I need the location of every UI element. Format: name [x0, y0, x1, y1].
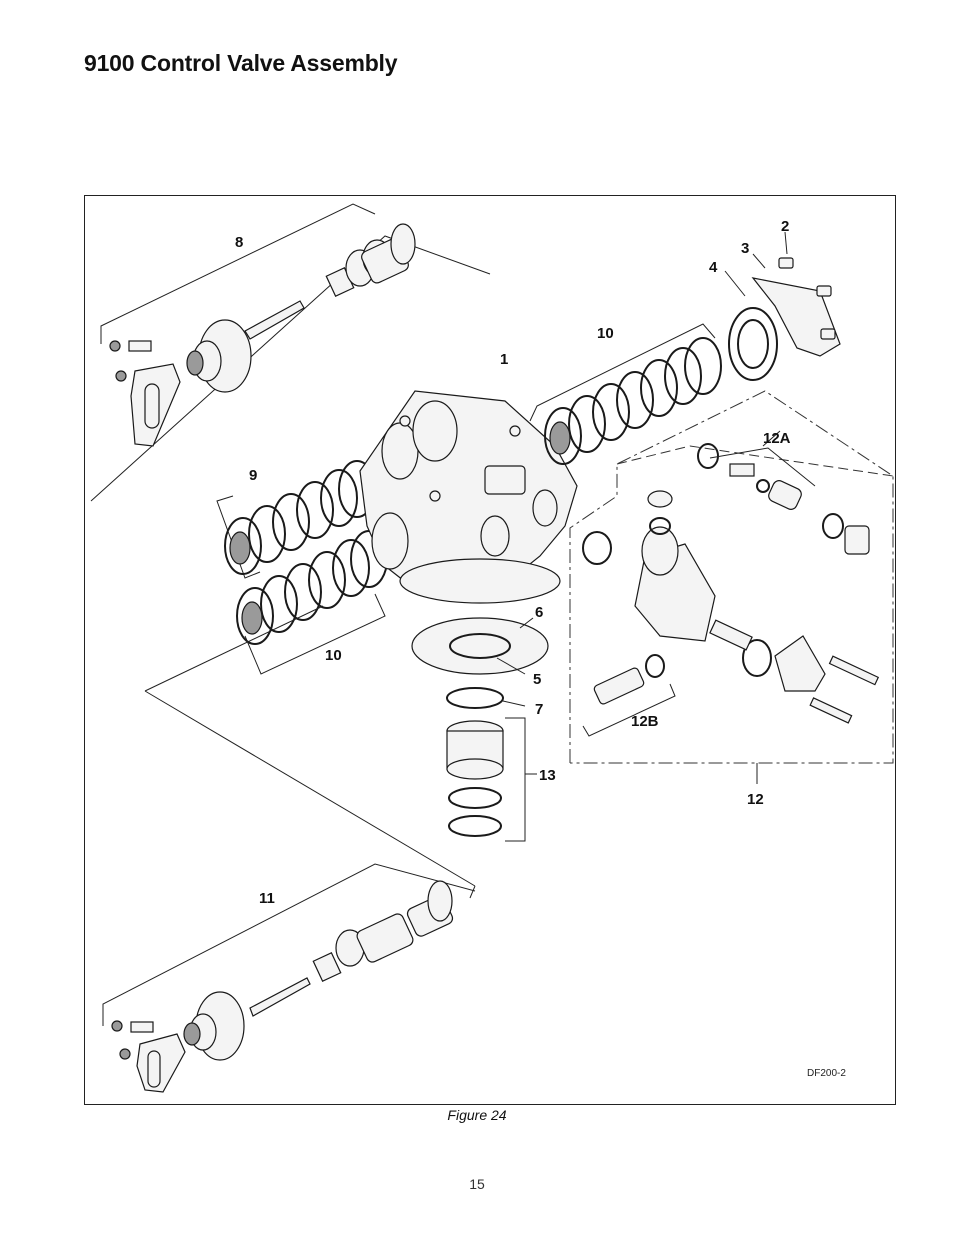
valve-body-1-drawing	[359, 390, 578, 604]
end-plate-drawing	[724, 231, 841, 381]
callout-9: 9	[249, 467, 257, 484]
assembly-12-drawing	[569, 390, 894, 784]
callout-6: 6	[535, 604, 543, 621]
callout-12a: 12A	[763, 430, 791, 447]
callout-3: 3	[741, 240, 749, 257]
drawing-id: DF200-2	[807, 1068, 846, 1079]
callout-4: 4	[709, 259, 718, 276]
callout-10-upper: 10	[597, 325, 614, 342]
assembly-8-drawing	[90, 203, 491, 502]
seal-stack-10-upper-drawing	[529, 323, 722, 465]
callout-7: 7	[535, 701, 543, 718]
figure-caption: Figure 24	[447, 1107, 507, 1123]
assembly-11-drawing	[102, 863, 476, 1093]
assembly-13-drawing	[446, 717, 537, 842]
callout-13: 13	[539, 767, 556, 784]
page-number: 15	[469, 1176, 485, 1192]
gasket-rings-drawing	[411, 617, 549, 709]
callout-12: 12	[747, 791, 764, 808]
exploded-diagram-frame: 2 3 4 8 10 1 12A 9 6 10 5 7 12B 13 12 11…	[84, 195, 896, 1105]
callout-11: 11	[259, 890, 275, 907]
page-title: 9100 Control Valve Assembly	[84, 50, 398, 76]
exploded-diagram: 2 3 4 8 10 1 12A 9 6 10 5 7 12B 13 12 11…	[90, 203, 894, 1093]
callout-2: 2	[781, 218, 789, 235]
callout-1: 1	[500, 351, 508, 368]
callout-12b: 12B	[631, 713, 659, 730]
callout-8: 8	[235, 234, 243, 251]
callout-5: 5	[533, 671, 541, 688]
seal-stack-9-drawing	[216, 460, 376, 579]
callout-10-lower: 10	[325, 647, 342, 664]
